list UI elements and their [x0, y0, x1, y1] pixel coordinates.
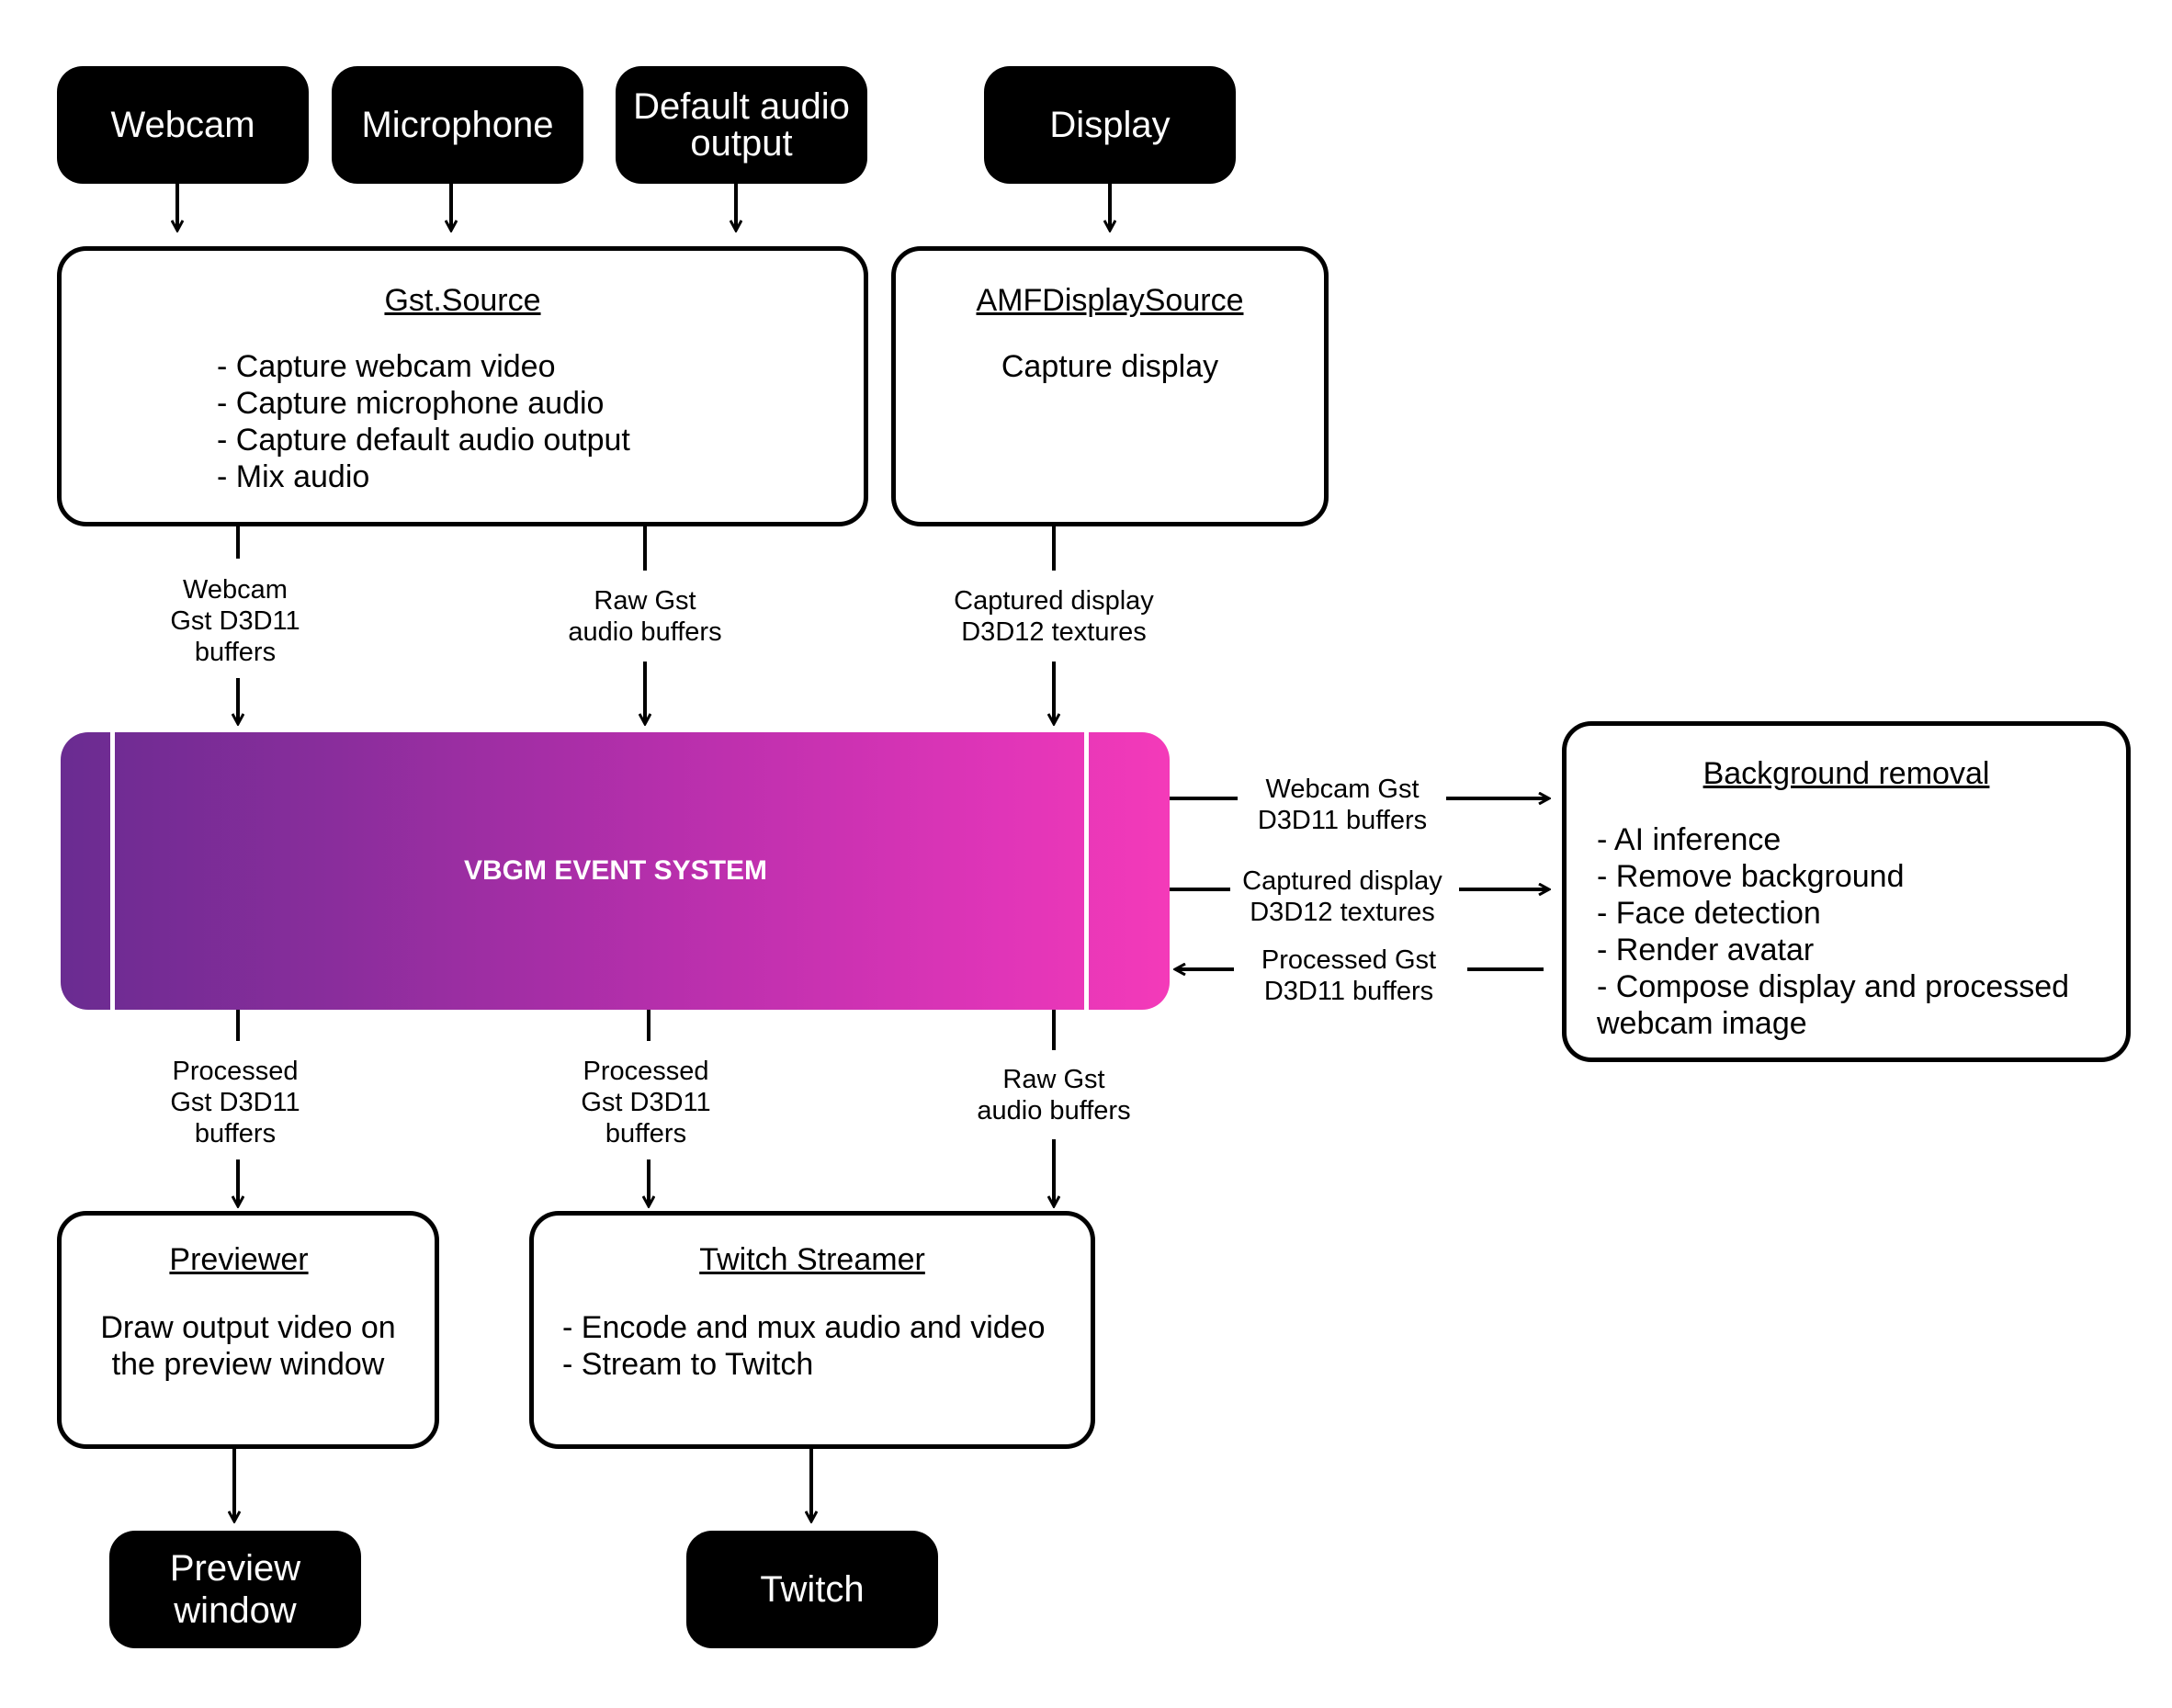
- label-line: Raw Gst: [594, 586, 696, 616]
- background-removal-item: - Face detection: [1597, 896, 1821, 931]
- microphone-node: Microphone: [332, 66, 583, 184]
- background-removal-item: - AI inference: [1597, 822, 1782, 857]
- label-processed-to-streamer: Processed Gst D3D11 buffers: [581, 1056, 710, 1149]
- default-audio-output-node: Default audio output: [616, 66, 867, 184]
- twitch-streamer-item: - Encode and mux audio and video: [562, 1310, 1046, 1345]
- preview-window-label-line2: window: [174, 1590, 297, 1631]
- background-removal-title: Background removal: [1703, 756, 1990, 791]
- label-processed-to-previewer: Processed Gst D3D11 buffers: [170, 1056, 300, 1149]
- label-line: buffers: [194, 638, 277, 667]
- label-line: D3D11 buffers: [1257, 806, 1428, 835]
- label-to-bg-display: Captured display D3D12 textures: [1242, 865, 1442, 928]
- background-removal-item: - Compose display and processed: [1597, 969, 2070, 1004]
- label-line: D3D12 textures: [1250, 898, 1435, 927]
- event-system-left-divider: [110, 732, 115, 1010]
- label-line: Gst D3D11: [581, 1088, 711, 1117]
- vbgm-event-system-bar: VBGM EVENT SYSTEM: [61, 732, 1170, 1010]
- display-label: Display: [1049, 105, 1171, 145]
- previewer-box: Previewer Draw output video on the previ…: [57, 1211, 439, 1449]
- twitch-label: Twitch: [760, 1569, 865, 1610]
- gst-source-items: - Capture webcam video - Capture microph…: [217, 348, 630, 495]
- amf-display-source-box: AMFDisplaySource Capture display: [891, 246, 1329, 526]
- label-line: Webcam Gst: [1265, 775, 1420, 804]
- label-line: D3D11 buffers: [1263, 977, 1434, 1006]
- amf-display-source-description: Capture display: [1001, 349, 1219, 384]
- twitch-streamer-title: Twitch Streamer: [699, 1242, 925, 1277]
- label-line: Gst D3D11: [170, 606, 300, 636]
- twitch-streamer-box: Twitch Streamer - Encode and mux audio a…: [529, 1211, 1095, 1449]
- label-line: Raw Gst: [1002, 1065, 1105, 1094]
- background-removal-item: - Remove background: [1597, 859, 1905, 894]
- background-removal-item: - Render avatar: [1597, 933, 1815, 967]
- label-line: Processed: [172, 1057, 299, 1086]
- label-captured-display-in: Captured display D3D12 textures: [954, 585, 1154, 648]
- previewer-description-line: the preview window: [111, 1347, 385, 1382]
- preview-window-node: Preview window: [109, 1531, 361, 1648]
- label-line: Captured display: [954, 586, 1154, 616]
- event-system-title: VBGM EVENT SYSTEM: [463, 855, 768, 886]
- gst-source-title: Gst.Source: [384, 283, 541, 318]
- twitch-streamer-item: - Stream to Twitch: [562, 1347, 814, 1382]
- webcam-node: Webcam: [57, 66, 309, 184]
- label-line: D3D12 textures: [961, 617, 1147, 647]
- label-line: buffers: [605, 1119, 687, 1148]
- label-line: buffers: [194, 1119, 277, 1148]
- label-line: Captured display: [1242, 866, 1442, 896]
- label-line: Webcam: [183, 575, 288, 605]
- label-to-bg-webcam: Webcam Gst D3D11 buffers: [1258, 774, 1427, 836]
- twitch-node: Twitch: [686, 1531, 938, 1648]
- twitch-streamer-items: - Encode and mux audio and video - Strea…: [562, 1309, 1045, 1383]
- display-node: Display: [984, 66, 1236, 184]
- label-line: Processed: [583, 1057, 709, 1086]
- gst-source-item: - Capture microphone audio: [217, 386, 605, 421]
- previewer-title: Previewer: [169, 1242, 309, 1277]
- label-line: Processed Gst: [1261, 945, 1437, 975]
- background-removal-items: - AI inference - Remove background - Fac…: [1597, 821, 2069, 1042]
- gst-source-item: - Capture default audio output: [217, 423, 630, 458]
- background-removal-box: Background removal - AI inference - Remo…: [1562, 721, 2131, 1062]
- background-removal-item: webcam image: [1597, 1006, 1807, 1041]
- webcam-label: Webcam: [110, 105, 255, 145]
- label-from-bg-processed: Processed Gst D3D11 buffers: [1261, 944, 1436, 1007]
- gst-source-item: - Mix audio: [217, 459, 370, 494]
- preview-window-label-line1: Preview: [169, 1548, 301, 1589]
- default-audio-output-label-line1: Default audio: [633, 86, 850, 127]
- amf-display-source-title: AMFDisplaySource: [976, 283, 1244, 318]
- label-line: audio buffers: [568, 617, 722, 647]
- default-audio-output-label-line2: output: [690, 123, 793, 164]
- label-webcam-buffers: Webcam Gst D3D11 buffers: [170, 574, 300, 668]
- previewer-description: Draw output video on the preview window: [62, 1309, 435, 1383]
- gst-source-item: - Capture webcam video: [217, 349, 556, 384]
- gst-source-box: Gst.Source - Capture webcam video - Capt…: [57, 246, 868, 526]
- previewer-description-line: Draw output video on: [100, 1310, 396, 1345]
- label-line: Gst D3D11: [170, 1088, 300, 1117]
- label-line: audio buffers: [977, 1096, 1131, 1125]
- label-raw-audio-in: Raw Gst audio buffers: [568, 585, 721, 648]
- label-raw-audio-out: Raw Gst audio buffers: [977, 1064, 1130, 1126]
- microphone-label: Microphone: [361, 105, 554, 145]
- event-system-right-divider: [1084, 732, 1089, 1010]
